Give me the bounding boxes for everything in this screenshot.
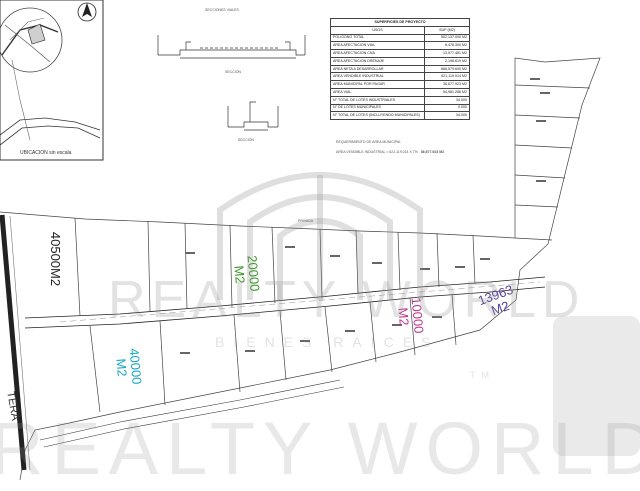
area-value: 40000 — [126, 347, 145, 386]
location-scale: sin escala — [49, 150, 72, 156]
summary-use: AREA AFECTACION CNA — [330, 49, 425, 58]
municipal-formula: AREA VENDIBLE INDUSTRIAL = 621,119.014 X… — [336, 150, 418, 154]
watermark-brand: REALTY WORLD — [108, 271, 586, 329]
private-road-label: PRIVADA — [298, 219, 314, 223]
area-unit: M2 — [48, 268, 64, 287]
road-sections — [157, 35, 306, 131]
summary-use: AREA VIAL — [330, 88, 425, 97]
highway — [0, 214, 31, 471]
sections-title: SECCIONES VIALES — [205, 8, 239, 12]
section-caption-bottom: SECCIÓN — [238, 138, 254, 142]
location-label: UBICACION — [20, 150, 48, 156]
summary-area: 34.000 — [424, 95, 470, 105]
summary-area: 13,977.481 M2 — [424, 49, 470, 58]
summary-use: AREA VENDIBLE INDUSTRIAL — [330, 72, 425, 82]
summary-area: 8,478.300 M2 — [424, 41, 470, 51]
location-caption: UBICACION sin escala — [20, 150, 71, 156]
summary-use: AREA AFECTACION VIAL — [330, 41, 425, 51]
area-label-40500: 40500M2 — [48, 231, 64, 287]
summary-use: N° TOTAL DE LOTES (INCLUYENDO MUNICIPALE… — [330, 111, 425, 121]
summary-use: AREA AFECTACION DRENAJE — [330, 56, 425, 66]
summary-area: 54,981.286 M2 — [424, 88, 470, 97]
watermark-registered: TM — [470, 370, 495, 380]
summary-area: 2,196.619 M2 — [424, 56, 470, 66]
area-value: 40500 — [48, 231, 64, 269]
plan-drawing — [0, 0, 601, 480]
summary-use: AREA NETA A DESARROLLAR — [330, 64, 425, 74]
summary-table: SUPERFICIES DE PROYECTO USOS SUP (M2) PO… — [330, 18, 470, 121]
summary-use: AREA MUNICIPAL POR PAGAR — [330, 80, 425, 90]
summary-head-area: SUP (M2) — [424, 25, 470, 35]
area-unit: M2 — [113, 357, 130, 378]
lot-annotations — [180, 78, 550, 354]
summary-row: N° TOTAL DE LOTES (INCLUYENDO MUNICIPALE… — [330, 111, 470, 121]
summary-use: N° DE LOTES MUNICIPALES — [330, 103, 425, 113]
municipal-line: AREA VENDIBLE INDUSTRIAL = 621,119.014 X… — [336, 150, 444, 154]
summary-area: 502,137.000 M2 — [424, 33, 470, 43]
watermark-tag: BIENES RAICES — [215, 334, 440, 350]
summary-title: SUPERFICIES DE PROYECTO — [330, 18, 470, 27]
municipal-title: REQUERIMIENTO DE AREA MUNICIPAL — [336, 140, 402, 144]
summary-area: 621,119.014 M2 — [424, 72, 470, 82]
summary-area: 36,677.923 M2 — [424, 80, 470, 90]
summary-head-uses: USOS — [330, 25, 425, 35]
location-inset — [0, 0, 104, 161]
summary-use: POLIGONO TOTAL — [330, 33, 425, 43]
summary-area: 0.000 — [424, 103, 470, 113]
summary-use: N° TOTAL DE LOTES INDUSTRIALES — [330, 95, 425, 105]
summary-area: 34.000 — [424, 111, 470, 121]
watermark-brand-large: REALTY WORLD — [0, 407, 640, 490]
summary-head-row: USOS SUP (M2) — [330, 25, 470, 35]
municipal-result: 36,677.923 M2 — [420, 150, 445, 154]
lots — [0, 57, 601, 480]
summary-area: 666,579.600 M2 — [424, 64, 470, 74]
summary-title-row: SUPERFICIES DE PROYECTO — [330, 18, 470, 27]
section-caption-top: SECCIÓN — [225, 70, 241, 74]
